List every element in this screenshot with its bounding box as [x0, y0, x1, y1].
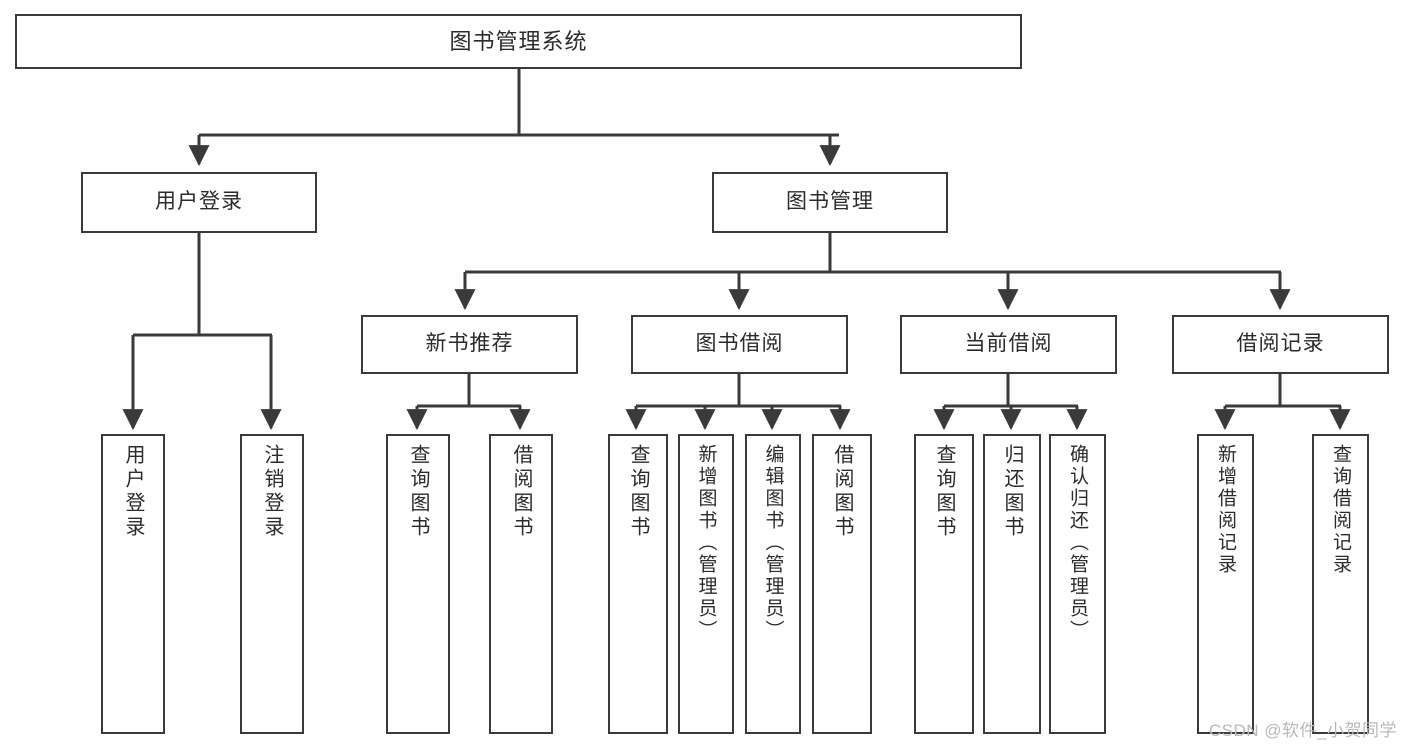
- node-leaf-user-login-label: 用户登录: [122, 444, 144, 540]
- node-leaf-query-record[interactable]: 查询借阅记录: [1312, 434, 1369, 734]
- node-leaf-query-book-3[interactable]: 查询图书: [914, 434, 974, 734]
- node-book-borrow-label: 图书借阅: [695, 332, 784, 356]
- node-borrow-record-label: 借阅记录: [1236, 332, 1325, 356]
- node-leaf-return-book-label: 归还图书: [1001, 444, 1023, 540]
- node-leaf-confirm-return[interactable]: 确认归还（管理员）: [1049, 434, 1106, 734]
- node-leaf-add-book-label: 新增图书（管理员）: [695, 444, 717, 642]
- node-user-login-label: 用户登录: [155, 190, 243, 214]
- node-leaf-borrow-book-1[interactable]: 借阅图书: [489, 434, 553, 734]
- node-leaf-query-book-2-label: 查询图书: [627, 444, 649, 540]
- node-current-borrow[interactable]: 当前借阅: [900, 315, 1117, 374]
- node-current-borrow-label: 当前借阅: [964, 332, 1053, 356]
- node-leaf-query-record-label: 查询借阅记录: [1330, 444, 1351, 576]
- node-leaf-query-book-3-label: 查询图书: [933, 444, 955, 540]
- node-leaf-borrow-book-2-label: 借阅图书: [831, 444, 853, 540]
- node-leaf-edit-book[interactable]: 编辑图书（管理员）: [745, 434, 801, 734]
- node-leaf-user-login[interactable]: 用户登录: [101, 434, 165, 734]
- node-leaf-add-record[interactable]: 新增借阅记录: [1197, 434, 1254, 734]
- node-leaf-query-book-1[interactable]: 查询图书: [386, 434, 450, 734]
- node-user-login[interactable]: 用户登录: [81, 172, 317, 233]
- node-leaf-logout-label: 注销登录: [261, 444, 283, 540]
- node-borrow-record[interactable]: 借阅记录: [1172, 315, 1389, 374]
- node-book-borrow[interactable]: 图书借阅: [631, 315, 848, 374]
- node-new-book-rec[interactable]: 新书推荐: [361, 315, 578, 374]
- node-leaf-return-book[interactable]: 归还图书: [983, 434, 1041, 734]
- watermark-text: CSDN @软件_小贺同学: [1208, 721, 1397, 740]
- node-book-manage-label: 图书管理: [786, 190, 874, 214]
- node-leaf-query-book-2[interactable]: 查询图书: [608, 434, 668, 734]
- node-leaf-edit-book-label: 编辑图书（管理员）: [762, 444, 784, 642]
- node-leaf-borrow-book-2[interactable]: 借阅图书: [812, 434, 872, 734]
- node-root[interactable]: 图书管理系统: [15, 14, 1022, 69]
- node-leaf-borrow-book-1-label: 借阅图书: [510, 444, 532, 540]
- node-leaf-confirm-return-label: 确认归还（管理员）: [1067, 444, 1088, 642]
- node-leaf-logout[interactable]: 注销登录: [240, 434, 304, 734]
- node-book-manage[interactable]: 图书管理: [712, 172, 948, 233]
- node-root-label: 图书管理系统: [449, 28, 588, 54]
- node-new-book-rec-label: 新书推荐: [425, 332, 514, 356]
- node-leaf-query-book-1-label: 查询图书: [407, 444, 429, 540]
- node-leaf-add-record-label: 新增借阅记录: [1215, 444, 1236, 576]
- node-leaf-add-book[interactable]: 新增图书（管理员）: [678, 434, 734, 734]
